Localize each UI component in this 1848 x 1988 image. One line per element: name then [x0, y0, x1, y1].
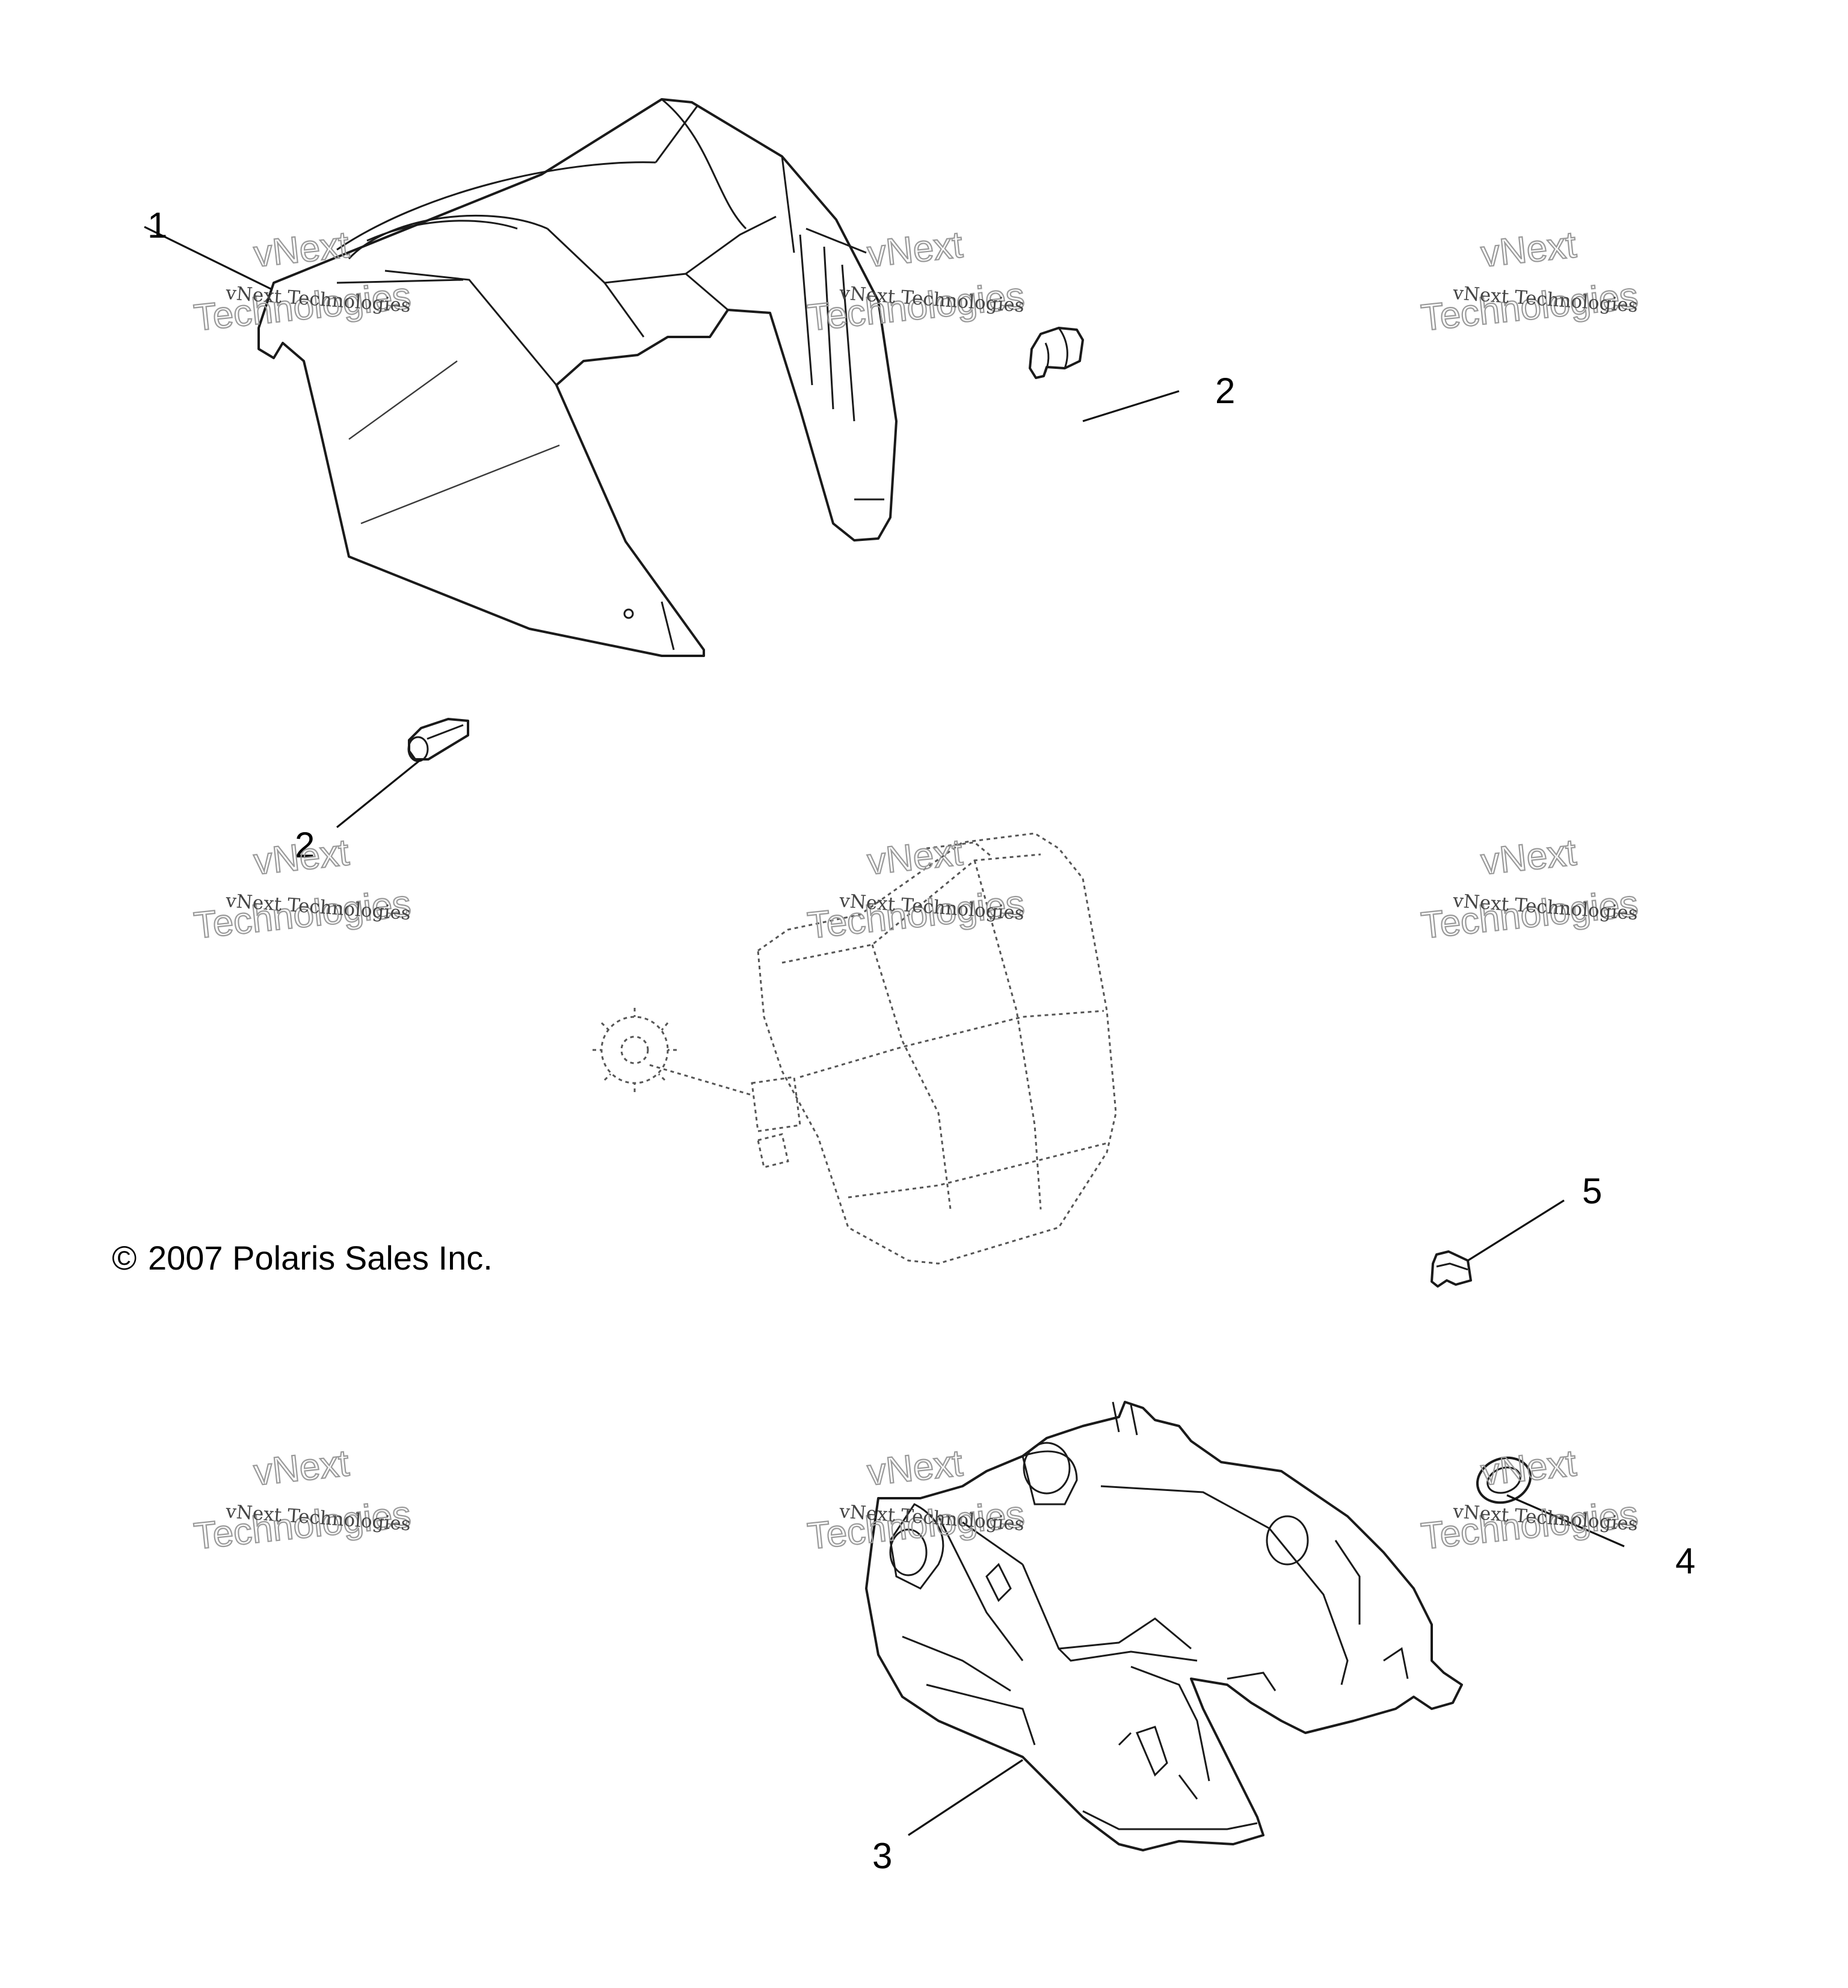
leader-2-lower — [336, 758, 422, 829]
watermark-vnext: vNext — [866, 1442, 965, 1493]
watermark-top-right: vNext Technologies vNext Technologies — [1418, 223, 1640, 339]
callout-4: 4 — [1675, 1541, 1695, 1581]
part-4-grommet[interactable] — [1471, 1451, 1536, 1510]
watermark-vnext: vNext — [866, 832, 965, 883]
headlight-assembly-reference — [593, 832, 1117, 1265]
leader-1 — [144, 226, 271, 290]
callout-1: 1 — [147, 205, 167, 245]
watermark-vnext: vNext — [866, 224, 965, 275]
leader-3 — [908, 1759, 1023, 1836]
leader-4 — [1506, 1494, 1625, 1548]
adjuster-gear-icon — [593, 1008, 677, 1092]
callout-3: 3 — [872, 1836, 892, 1876]
part-1-upper-cover[interactable] — [257, 98, 898, 657]
callout-5: 5 — [1582, 1171, 1602, 1211]
callout-2-lower: 2 — [295, 825, 315, 865]
leader-lines — [144, 226, 1625, 1836]
watermark-middle-left: vNext Technologies vNext Technologies — [191, 831, 413, 947]
part-3-lower-housing[interactable] — [865, 1401, 1463, 1851]
leader-5 — [1467, 1199, 1565, 1262]
watermark-middle-center: vNext Technologies vNext Technologies — [805, 831, 1027, 947]
copyright-notice: © 2007 Polaris Sales Inc. — [112, 1239, 493, 1277]
watermark-vnext: vNext — [252, 832, 351, 883]
part-2-rivet-upper[interactable] — [1029, 327, 1084, 379]
part-5-clip[interactable] — [1431, 1250, 1472, 1288]
watermark-vnext: vNext — [1479, 832, 1578, 883]
watermark-bottom-left: vNext Technologies vNext Technologies — [191, 1442, 413, 1558]
leader-2-upper — [1082, 390, 1180, 422]
copyright-text: 2007 Polaris Sales Inc. — [148, 1239, 493, 1277]
watermark-vnext: vNext — [1479, 224, 1578, 275]
copyright-symbol: © — [112, 1239, 137, 1277]
watermark-vnext: vNext — [1479, 1442, 1578, 1493]
watermark-vnext: vNext — [252, 1442, 351, 1493]
callout-2-upper: 2 — [1215, 371, 1235, 411]
watermark-middle-right: vNext Technologies vNext Technologies — [1418, 831, 1640, 947]
part-2-rivet-lower[interactable] — [407, 718, 469, 762]
